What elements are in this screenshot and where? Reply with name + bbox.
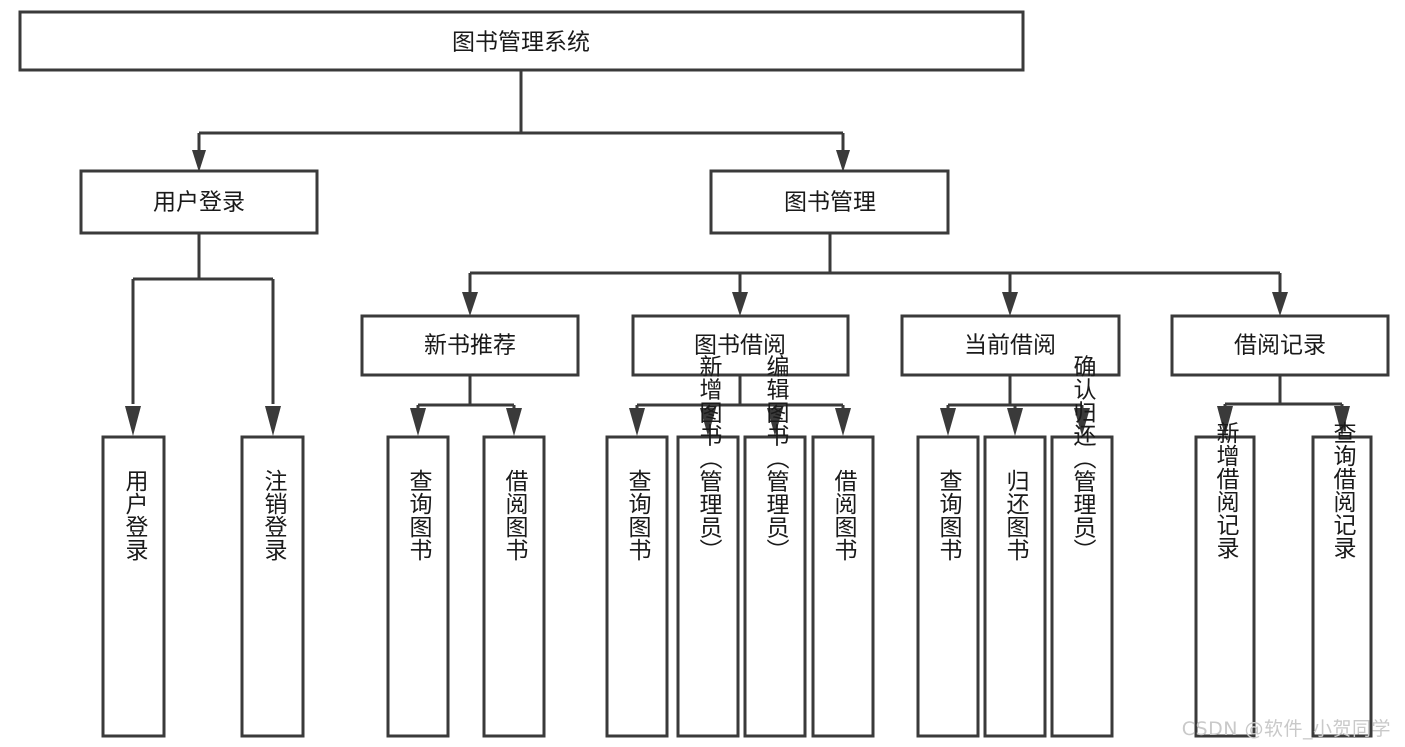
node-leaf-user-login[interactable]: 用户登录 <box>101 435 166 738</box>
connector-user-login-trunk <box>131 233 275 404</box>
arrow-to-leaf-logout <box>265 406 281 436</box>
node-leaf-add-record-box[interactable] <box>1194 435 1256 738</box>
node-leaf-query-book-1[interactable]: 查询图书 <box>386 435 450 738</box>
node-leaf-confirm-return-admin-box[interactable] <box>1050 435 1114 738</box>
node-book-manage[interactable]: 图书管理 <box>709 169 950 235</box>
node-new-book-rec-label: 新书推荐 <box>424 333 516 359</box>
node-leaf-borrow-book-1[interactable]: 借阅图书 <box>482 435 546 738</box>
arrow-to-book-borrow <box>732 292 748 316</box>
arrow-to-user-login <box>192 150 206 172</box>
connector-borrow-record-trunk <box>1223 375 1344 410</box>
node-new-book-rec-box[interactable] <box>360 314 580 377</box>
node-leaf-query-book-3-box[interactable] <box>916 435 980 738</box>
node-leaf-query-record[interactable]: 查询借阅记录 <box>1311 421 1373 738</box>
node-leaf-query-book-2-label: 查询图书 <box>624 469 652 561</box>
node-leaf-query-book-2-box[interactable] <box>605 435 669 738</box>
node-leaf-confirm-return-admin[interactable]: 确认归还（管理员） <box>1050 355 1114 738</box>
node-leaf-borrow-book-1-box[interactable] <box>482 435 546 738</box>
arrow-to-leaf-add-record <box>1217 406 1233 436</box>
arrow-to-leaf-borrow-book-2 <box>835 408 851 436</box>
node-current-borrow-label: 当前借阅 <box>964 333 1056 359</box>
node-leaf-query-book-2[interactable]: 查询图书 <box>605 435 669 738</box>
node-leaf-add-book-admin[interactable]: 新增图书（管理员） <box>676 355 740 738</box>
arrow-to-current-borrow <box>1002 292 1018 316</box>
node-leaf-return-book-label: 归还图书 <box>1002 469 1030 561</box>
arrow-to-new-book-rec <box>462 292 478 316</box>
node-leaf-query-record-box[interactable] <box>1311 435 1373 738</box>
node-leaf-add-book-admin-label: 新增图书（管理员） <box>695 355 723 562</box>
node-leaf-query-book-3-label: 查询图书 <box>935 469 963 561</box>
node-book-manage-box[interactable] <box>709 169 950 235</box>
arrow-to-leaf-user-login <box>125 406 141 436</box>
node-leaf-logout-label: 注销登录 <box>260 469 288 561</box>
node-current-borrow-box[interactable] <box>900 314 1121 377</box>
node-root-box[interactable] <box>18 10 1025 72</box>
arrow-to-leaf-confirm-return <box>1074 408 1090 436</box>
node-leaf-query-record-label: 查询借阅记录 <box>1329 421 1357 559</box>
node-book-borrow-box[interactable] <box>631 314 850 377</box>
arrow-to-leaf-query-book-2 <box>629 408 645 436</box>
node-leaf-logout[interactable]: 注销登录 <box>240 435 305 738</box>
connector-current-borrow-trunk <box>946 375 1084 412</box>
watermark-text: CSDN @软件_小贺同学 <box>1181 718 1391 740</box>
node-book-manage-label: 图书管理 <box>784 190 876 216</box>
node-leaf-borrow-book-2-box[interactable] <box>811 435 875 738</box>
node-leaf-add-record-label: 新增借阅记录 <box>1212 421 1240 559</box>
node-leaf-borrow-book-2-label: 借阅图书 <box>830 469 858 561</box>
node-leaf-return-book-box[interactable] <box>983 435 1047 738</box>
node-book-borrow[interactable]: 图书借阅 <box>631 314 850 377</box>
arrow-to-borrow-record <box>1272 292 1288 316</box>
arrow-to-leaf-borrow-book-1 <box>506 408 522 436</box>
connector-layer <box>125 70 1350 436</box>
connector-book-borrow-trunk <box>635 375 845 412</box>
arrow-to-leaf-return-book <box>1007 408 1023 436</box>
node-leaf-query-book-1-label: 查询图书 <box>405 469 433 561</box>
arrow-to-leaf-add-book <box>700 408 716 436</box>
node-user-login-box[interactable] <box>79 169 319 235</box>
node-root[interactable]: 图书管理系统 <box>18 10 1025 72</box>
arrow-to-book-manage <box>836 150 850 172</box>
node-borrow-record-label: 借阅记录 <box>1234 333 1326 359</box>
node-root-label: 图书管理系统 <box>452 30 590 56</box>
node-user-login[interactable]: 用户登录 <box>79 169 319 235</box>
node-leaf-return-book[interactable]: 归还图书 <box>983 435 1047 738</box>
node-leaf-user-login-label: 用户登录 <box>121 469 149 561</box>
node-leaf-edit-book-admin-label: 编辑图书（管理员） <box>762 355 790 562</box>
node-current-borrow[interactable]: 当前借阅 <box>900 314 1121 377</box>
node-new-book-rec[interactable]: 新书推荐 <box>360 314 580 377</box>
node-leaf-add-record[interactable]: 新增借阅记录 <box>1194 421 1256 738</box>
connector-root-trunk <box>197 70 845 160</box>
node-leaf-query-book-3[interactable]: 查询图书 <box>916 435 980 738</box>
node-leaf-confirm-return-admin-label: 确认归还（管理员） <box>1069 355 1097 562</box>
node-leaf-edit-book-admin[interactable]: 编辑图书（管理员） <box>743 355 807 738</box>
node-user-login-label: 用户登录 <box>153 190 245 216</box>
arrow-to-leaf-query-record <box>1334 406 1350 436</box>
node-book-borrow-label: 图书借阅 <box>694 333 786 359</box>
arrow-to-leaf-edit-book <box>767 408 783 436</box>
node-leaf-logout-box[interactable] <box>240 435 305 738</box>
node-leaf-borrow-book-1-label: 借阅图书 <box>501 469 529 561</box>
node-leaf-borrow-book-2[interactable]: 借阅图书 <box>811 435 875 738</box>
arrow-to-leaf-query-book-1 <box>410 408 426 436</box>
node-borrow-record-box[interactable] <box>1170 314 1390 377</box>
node-leaf-edit-book-admin-box[interactable] <box>743 435 807 738</box>
node-borrow-record[interactable]: 借阅记录 <box>1170 314 1390 377</box>
node-leaf-query-book-1-box[interactable] <box>386 435 450 738</box>
node-leaf-user-login-box[interactable] <box>101 435 166 738</box>
arrow-to-leaf-query-book-3 <box>940 408 956 436</box>
node-leaf-add-book-admin-box[interactable] <box>676 435 740 738</box>
connector-new-book-rec-trunk <box>416 375 516 412</box>
connector-book-manage-trunk <box>468 233 1282 300</box>
